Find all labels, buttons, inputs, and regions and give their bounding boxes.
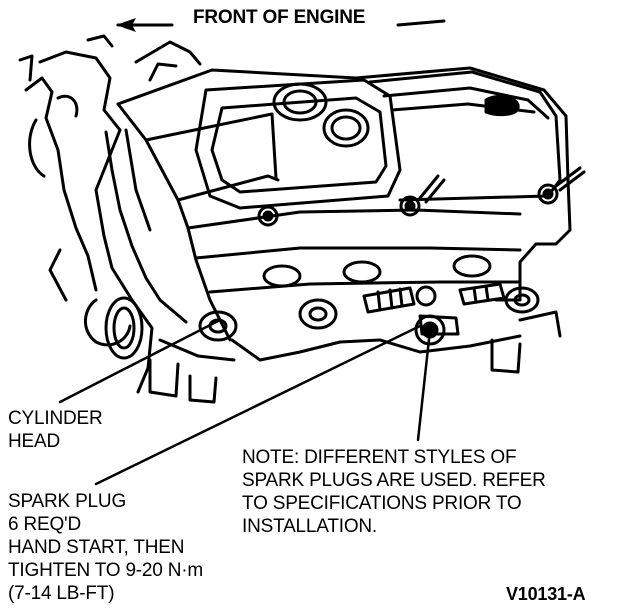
engine-block [18,34,202,394]
cylinder-head-callout: CYLINDER HEAD [8,407,103,453]
callout-line: HAND START, THEN [8,537,185,558]
front-of-engine-label: FRONT OF ENGINE [193,7,366,28]
callout-line: HEAD [8,431,60,452]
cover-bolts [257,166,586,227]
note-line: INSTALLATION. [242,516,378,537]
note-line: NOTE: DIFFERENT STYLES OF [242,447,517,468]
callout-line: TIGHTEN TO 9-20 N·m [8,560,204,581]
callout-line: CYLINDER [8,408,103,429]
note-line: TO SPECIFICATIONS PRIOR TO [242,493,522,514]
valve-cover [194,70,562,210]
leader-lines [58,318,432,486]
spark-plug-callout: SPARK PLUG 6 REQ'D HAND START, THEN TIGH… [8,490,203,605]
figure-id: V10131-A [506,584,586,604]
callout-line: 6 REQ'D [8,514,81,535]
callout-line: (7-14 LB-FT) [8,583,115,604]
callout-line: SPARK PLUG [8,491,127,512]
cylinder-head [104,66,572,342]
lower-mounts [148,310,562,404]
spark-plug-note: NOTE: DIFFERENT STYLES OF SPARK PLUGS AR… [242,446,546,538]
note-line: SPARK PLUGS ARE USED. REFER [242,470,546,491]
spark-plugs [362,282,506,346]
front-direction-arrow [116,18,446,32]
